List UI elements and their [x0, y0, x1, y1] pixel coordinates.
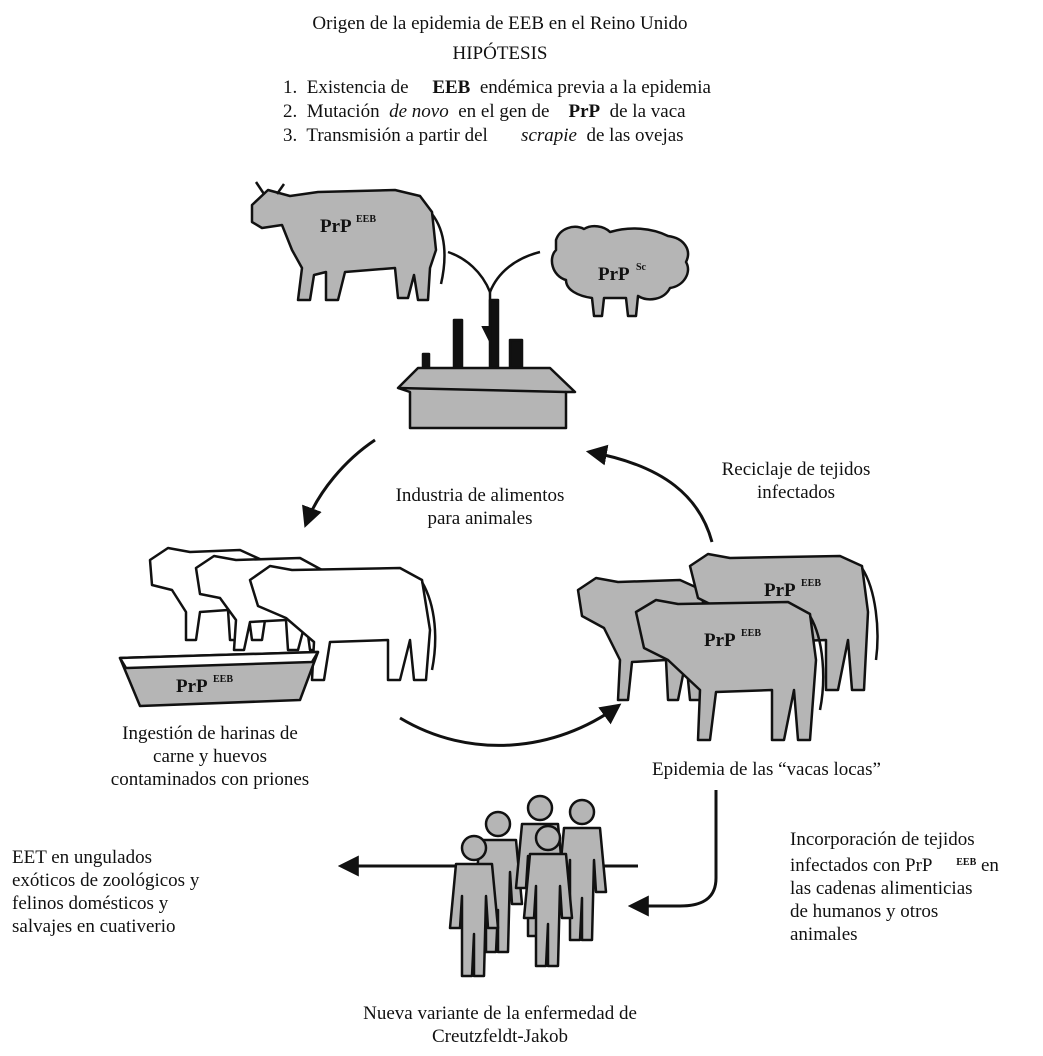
factory-illustration: [396, 298, 577, 430]
hypotheses-heading: HIPÓTESIS: [452, 43, 548, 64]
hypothesis-2-italic: de novo: [389, 101, 449, 122]
caption-recycle-line-2: infectados: [756, 482, 836, 503]
caption-recycle: Reciclaje de tejidos infectados: [676, 458, 916, 504]
arrow-trough-to-epidemic: [399, 703, 622, 747]
hypothesis-1-text-a: Existencia de: [306, 77, 409, 98]
hypothesis-1-text-b: endémica previa a la epidemia: [479, 77, 711, 98]
caption-ingestion-line-3: contaminados con priones: [110, 769, 310, 790]
hypothesis-2: 2. Mutación de novo en el gen de PrP de …: [283, 100, 686, 123]
hypothesis-1-number: 1.: [283, 77, 298, 98]
caption-eet-line-1: EET en ungulados: [12, 847, 153, 868]
caption-incorporation-line-1: Incorporación de tejidos: [790, 829, 975, 850]
arrow-epidemic-to-industry: [585, 444, 714, 543]
sick-cow-back-label-sup: EEB: [801, 578, 821, 589]
sick-cow-front-label-base: PrP: [704, 630, 736, 651]
caption-industry-line-2: para animales: [427, 508, 533, 529]
healthy-cows-illustration: [148, 546, 437, 682]
sick-cow-back-label-base: PrP: [764, 580, 796, 601]
cow-main-illustration: [250, 181, 446, 302]
sick-cows-illustration: [576, 552, 879, 742]
diagram-title: Origen de la epidemia de EEB en el Reino…: [312, 13, 688, 34]
hypothesis-3-text-a: Transmisión a partir del: [306, 125, 488, 146]
trough-label-base: PrP: [176, 676, 208, 697]
humans-illustration: [448, 794, 608, 978]
cow-main-label-base: PrP: [320, 216, 352, 237]
caption-vcjd-line-1: Nueva variante de la enfermedad de: [363, 1003, 637, 1024]
cow-main-label-sup: EEB: [356, 214, 376, 225]
hypothesis-2-text-b: en el gen de: [458, 101, 550, 122]
hypothesis-2-number: 2.: [283, 101, 298, 122]
caption-incorporation-line-3: las cadenas alimenticias: [790, 878, 973, 899]
caption-eet: EET en ungulados exóticos de zoológicos …: [12, 846, 199, 938]
hypothesis-2-text-a: Mutación: [306, 101, 380, 122]
hypothesis-3-italic: scrapie: [521, 125, 577, 146]
caption-incorporation: Incorporación de tejidos infectados con …: [790, 828, 999, 946]
caption-eet-line-2: exóticos de zoológicos y: [12, 870, 200, 891]
caption-ingestion-line-2: carne y huevos: [153, 746, 267, 767]
hypothesis-1-bold: EEB: [432, 77, 471, 98]
caption-incorporation-line-4: de humanos y otros: [790, 901, 939, 922]
caption-ingestion: Ingestión de harinas de carne y huevos c…: [80, 722, 340, 791]
arrow-industry-to-trough: [302, 438, 376, 528]
hypothesis-3-text-b: de las ovejas: [586, 125, 684, 146]
caption-recycle-line-1: Reciclaje de tejidos: [721, 459, 871, 480]
sick-cow-front-label-sup: EEB: [741, 628, 761, 639]
caption-incorporation-line-2: infectados con PrP EEB en: [790, 851, 999, 877]
arrow-epidemic-to-humans: [627, 790, 718, 917]
hypothesis-3: 3. Transmisión a partir del scrapie de l…: [283, 124, 684, 147]
trough-label-sup: EEB: [213, 674, 233, 685]
caption-incorporation-line-5: animales: [790, 924, 858, 945]
caption-eet-line-3: felinos domésticos y: [12, 893, 169, 914]
caption-incorporation-text-b: en: [981, 855, 999, 876]
caption-ingestion-line-1: Ingestión de harinas de: [122, 723, 298, 744]
sheep-label-sup: Sc: [636, 262, 647, 273]
caption-industry: Industria de alimentos para animales: [350, 484, 610, 530]
hypothesis-2-bold: PrP: [568, 101, 601, 122]
caption-epidemic: Epidemia de las “vacas locas”: [652, 759, 881, 780]
trough-illustration: [118, 650, 320, 708]
caption-vcjd: Nueva variante de la enfermedad de Creut…: [330, 1002, 670, 1048]
caption-incorporation-sup: EEB: [956, 857, 977, 868]
hypothesis-1: 1. Existencia de EEB endémica previa a l…: [283, 76, 711, 99]
caption-eet-line-4: salvajes en cuativerio: [12, 916, 176, 937]
sheep-illustration: [550, 224, 690, 318]
sheep-label-base: PrP: [598, 264, 630, 285]
caption-industry-line-1: Industria de alimentos: [395, 485, 565, 506]
caption-vcjd-line-2: Creutzfeldt-Jakob: [431, 1026, 569, 1047]
hypothesis-3-number: 3.: [283, 125, 298, 146]
caption-incorporation-text-a: infectados con PrP: [790, 855, 933, 876]
hypothesis-2-text-c: de la vaca: [609, 101, 686, 122]
